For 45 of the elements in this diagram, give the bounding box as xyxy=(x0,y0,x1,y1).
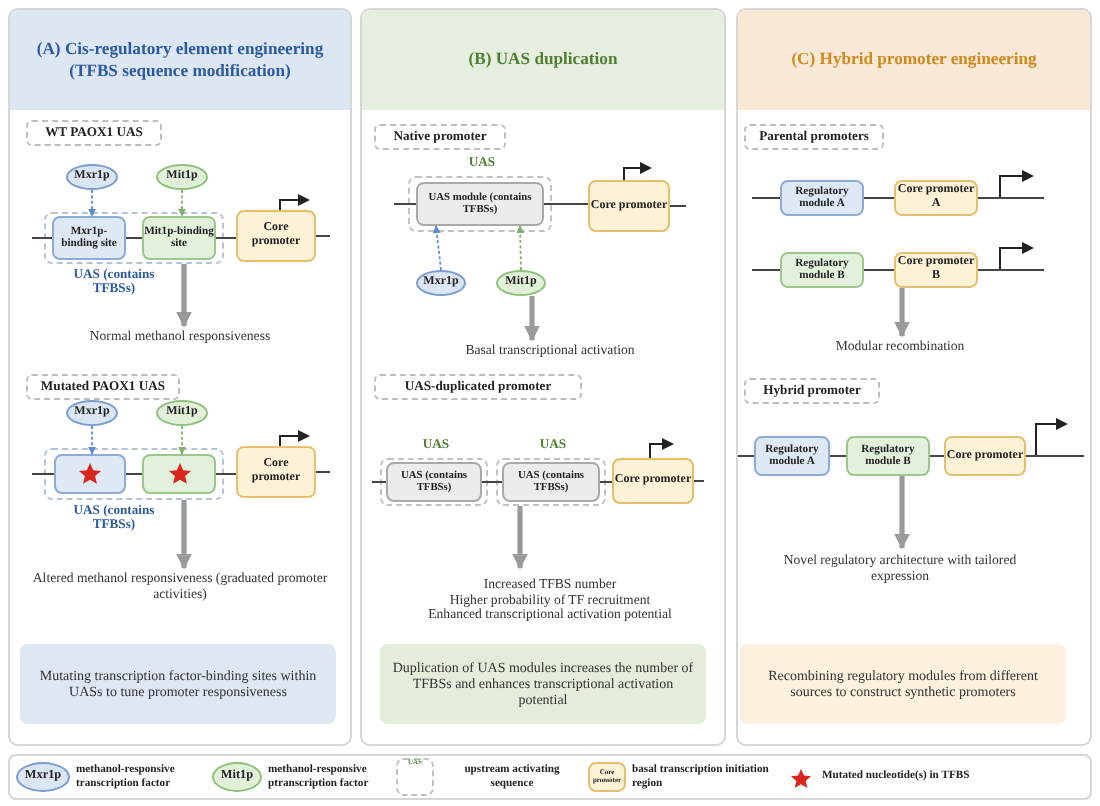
arrow xyxy=(512,506,528,570)
mutated-site-box xyxy=(142,454,216,494)
dna-line xyxy=(481,481,503,483)
dna-line xyxy=(215,237,237,239)
dna-line xyxy=(751,269,781,271)
dna-line xyxy=(125,473,143,475)
dna-line xyxy=(751,197,781,199)
arrow xyxy=(432,225,442,271)
dna-line xyxy=(315,235,331,237)
panel xyxy=(736,8,1092,746)
dna-line xyxy=(863,197,895,199)
arrow xyxy=(894,476,910,550)
arrow xyxy=(176,264,192,328)
dna-line xyxy=(371,481,387,483)
arrow xyxy=(176,500,192,570)
panel-heading: (C) Hybrid promoter engineering xyxy=(738,10,1090,110)
panel-heading: (B) UAS duplication xyxy=(362,10,724,110)
dna-line xyxy=(215,473,237,475)
panel xyxy=(360,8,726,746)
arrow xyxy=(516,225,525,271)
arrow xyxy=(178,189,186,217)
arrow xyxy=(88,189,96,217)
panel-heading: (A) Cis-regulatory element engineering (TFBS sequence modification) xyxy=(10,10,350,110)
dna-line xyxy=(1025,455,1085,457)
dna-line xyxy=(977,269,1045,271)
arrow xyxy=(894,288,910,338)
dna-line xyxy=(693,480,705,482)
mutated-site-box xyxy=(54,454,126,494)
dna-line xyxy=(599,481,613,483)
dna-line xyxy=(929,455,945,457)
arrow xyxy=(178,425,186,455)
dna-line xyxy=(315,471,331,473)
dna-line xyxy=(393,203,417,205)
dna-line xyxy=(977,197,1045,199)
dna-line xyxy=(829,455,847,457)
arrow xyxy=(88,425,96,455)
dna-line xyxy=(669,205,687,207)
dna-line xyxy=(125,237,143,239)
dna-line xyxy=(31,237,53,239)
dna-line xyxy=(737,455,755,457)
dna-line xyxy=(31,473,55,475)
dna-line xyxy=(543,203,589,205)
dna-line xyxy=(863,269,895,271)
arrow xyxy=(524,296,540,342)
panel xyxy=(8,8,352,746)
